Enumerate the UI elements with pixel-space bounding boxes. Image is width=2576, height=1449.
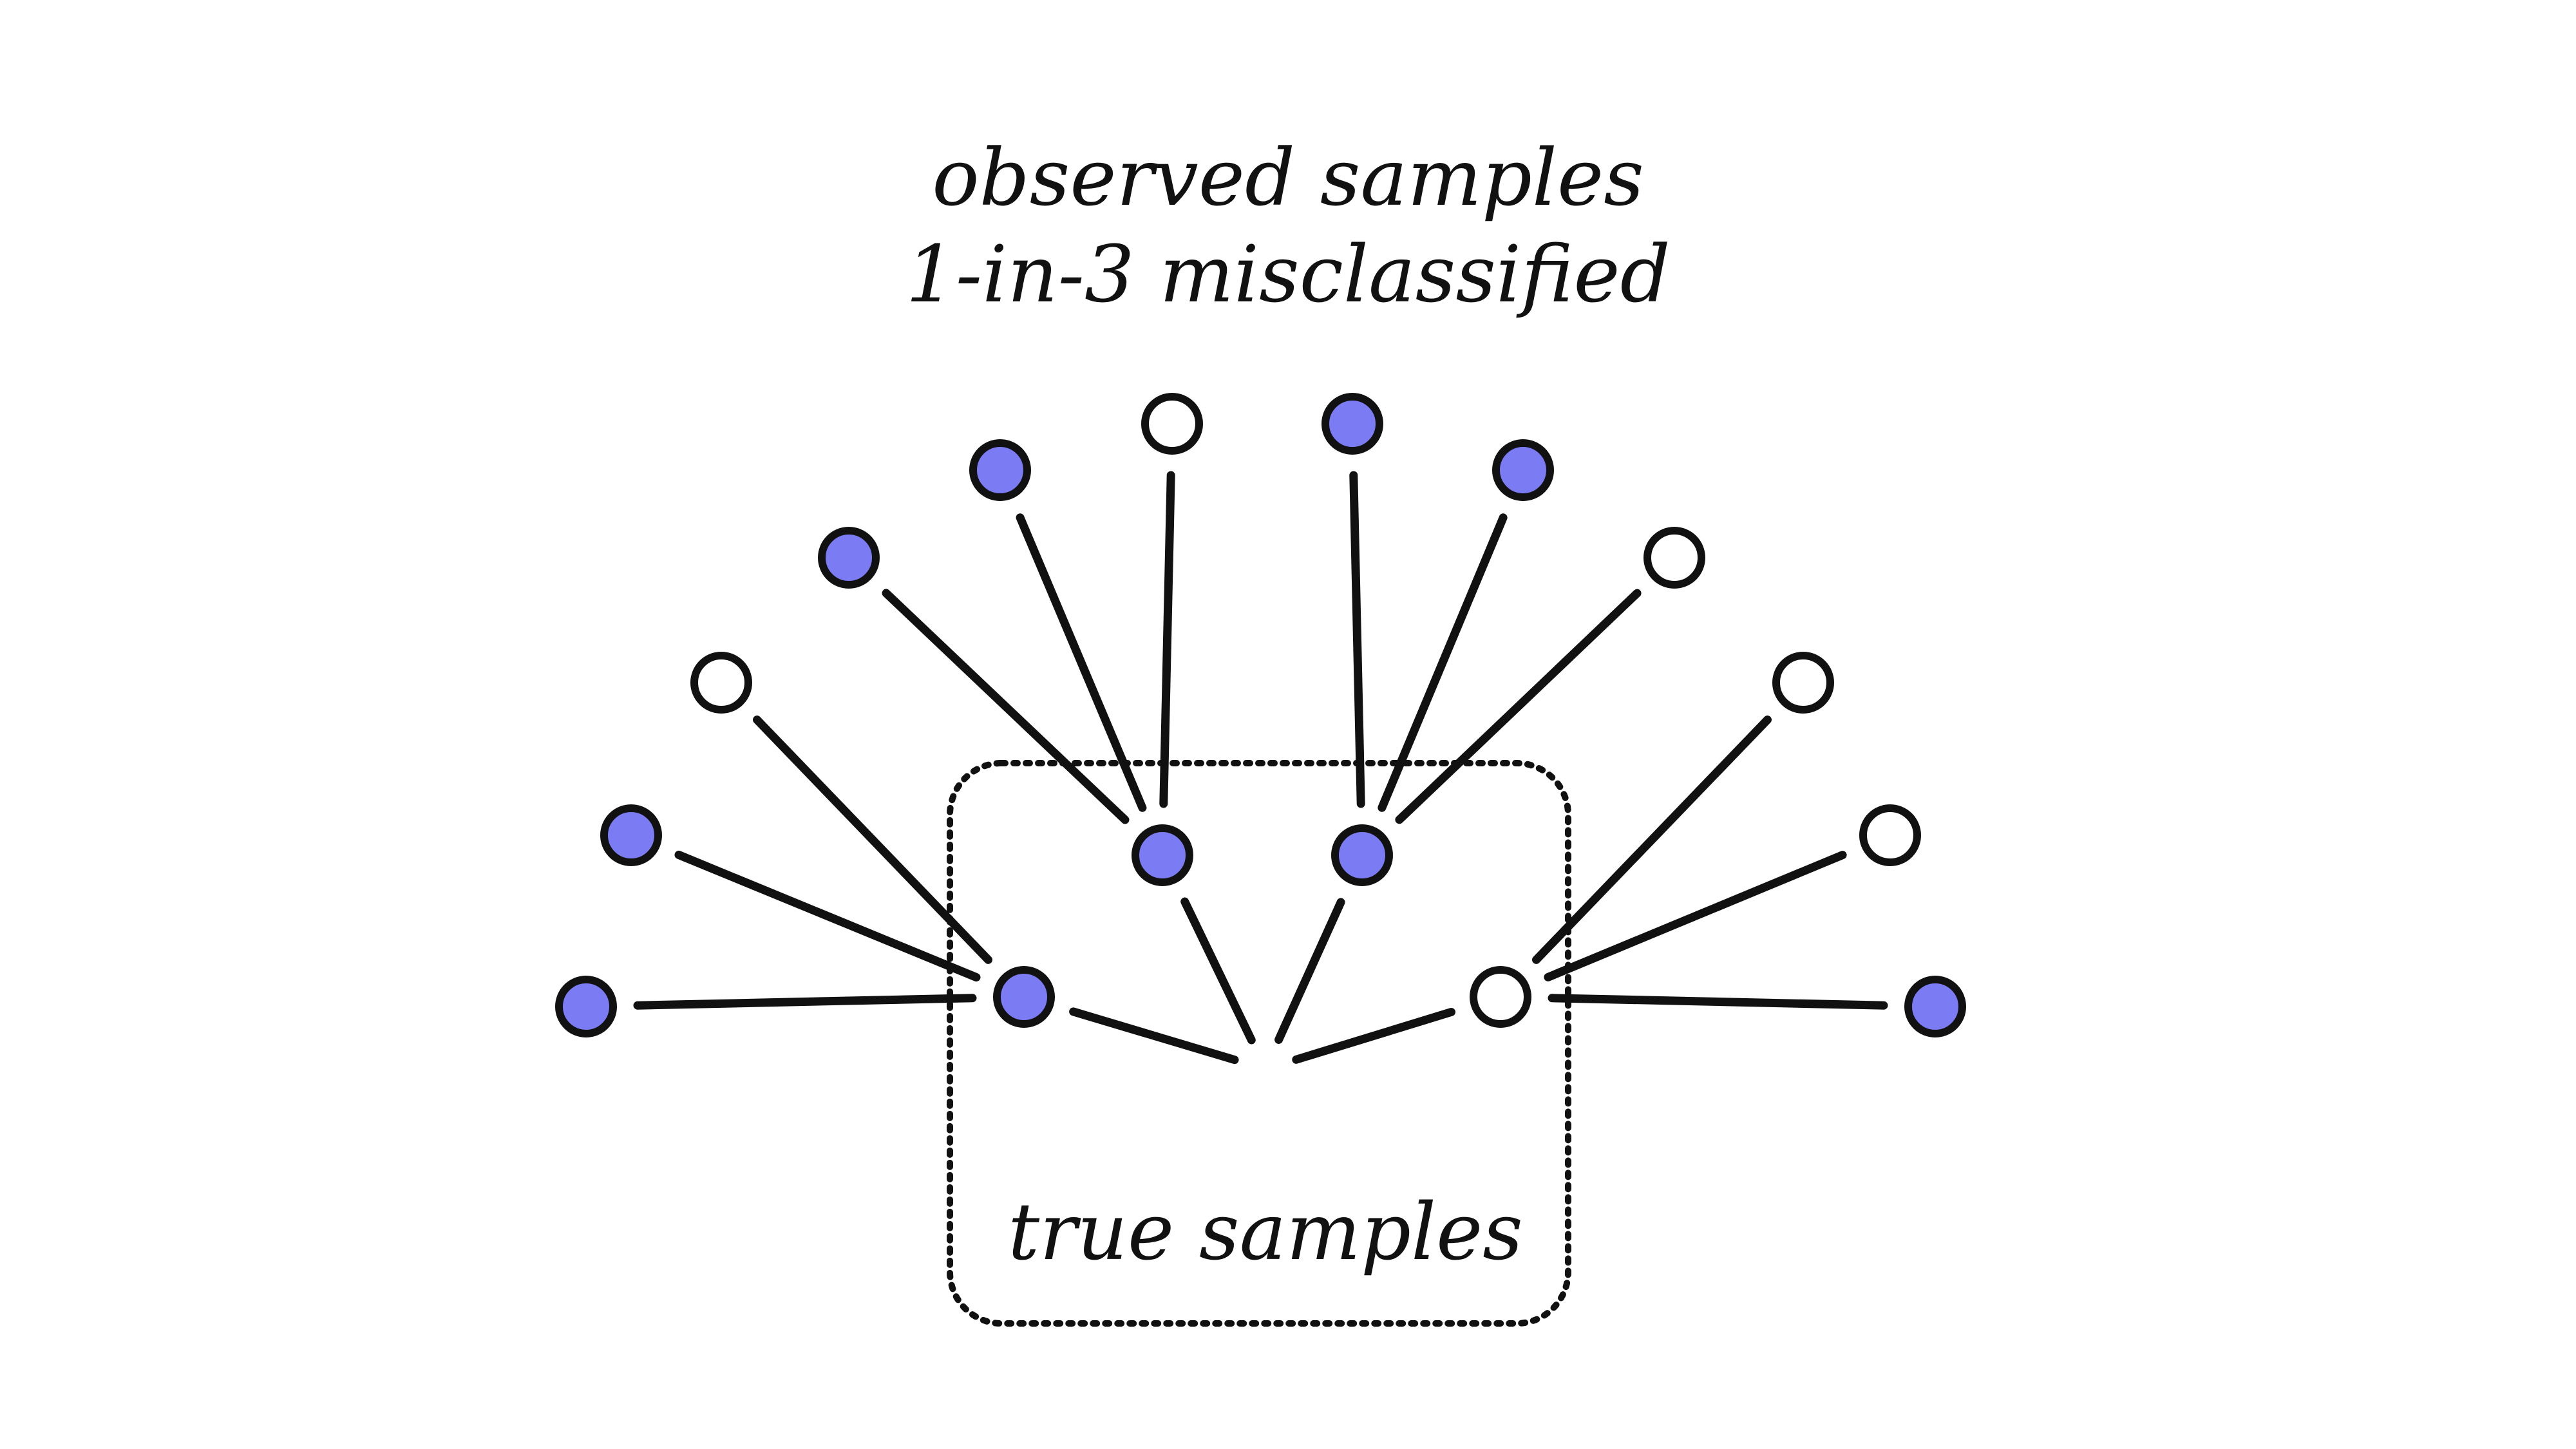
title-line-2: 1-in-3 misclassified bbox=[905, 229, 1671, 320]
edge-t1-observed-1 bbox=[633, 994, 977, 1010]
edge-t3-observed-7 bbox=[1349, 471, 1365, 808]
edge-t2-observed-4 bbox=[882, 589, 1130, 824]
observed-sample-node-1-filled bbox=[555, 976, 617, 1037]
observed-sample-node-12-filled bbox=[1904, 976, 1966, 1037]
edge-t1-observed-3 bbox=[752, 715, 993, 964]
title-line-1: observed samples bbox=[932, 132, 1644, 223]
edges-group bbox=[633, 471, 1888, 1065]
edge-t1-observed-2 bbox=[674, 850, 981, 982]
true-sample-node-t3-filled bbox=[1331, 824, 1393, 886]
edge-origin-t4 bbox=[1292, 1007, 1456, 1064]
true-sample-node-t2-filled bbox=[1132, 824, 1193, 886]
nodes-group bbox=[555, 393, 1966, 1037]
edge-t2-observed-5 bbox=[1016, 513, 1147, 812]
true-sample-node-t4-empty bbox=[1470, 966, 1531, 1028]
observed-sample-node-6-empty bbox=[1141, 393, 1203, 455]
observed-sample-node-4-filled bbox=[818, 527, 880, 589]
true-sample-node-t1-filled bbox=[993, 966, 1055, 1028]
edge-t3-observed-8 bbox=[1378, 513, 1508, 812]
observed-sample-node-8-filled bbox=[1492, 439, 1554, 501]
observed-sample-node-9-empty bbox=[1643, 527, 1705, 589]
edge-t4-observed-10 bbox=[1531, 715, 1772, 964]
observed-sample-node-3-empty bbox=[690, 652, 752, 714]
true-samples-label: true samples bbox=[1008, 1186, 1523, 1278]
observed-sample-node-10-empty bbox=[1772, 652, 1834, 714]
edge-origin-t1 bbox=[1069, 1007, 1239, 1065]
observed-sample-node-11-empty bbox=[1859, 804, 1921, 866]
edge-origin-t3 bbox=[1274, 898, 1345, 1044]
observed-sample-node-7-filled bbox=[1321, 393, 1383, 455]
observed-sample-node-5-filled bbox=[969, 439, 1031, 501]
edge-t2-observed-6 bbox=[1159, 471, 1175, 808]
true-samples-box bbox=[947, 760, 1571, 1327]
edge-t4-observed-12 bbox=[1548, 994, 1888, 1010]
edge-t3-observed-9 bbox=[1395, 589, 1642, 824]
edge-origin-t2 bbox=[1180, 897, 1256, 1045]
edge-t4-observed-11 bbox=[1544, 851, 1847, 981]
observed-sample-node-2-filled bbox=[600, 804, 662, 866]
